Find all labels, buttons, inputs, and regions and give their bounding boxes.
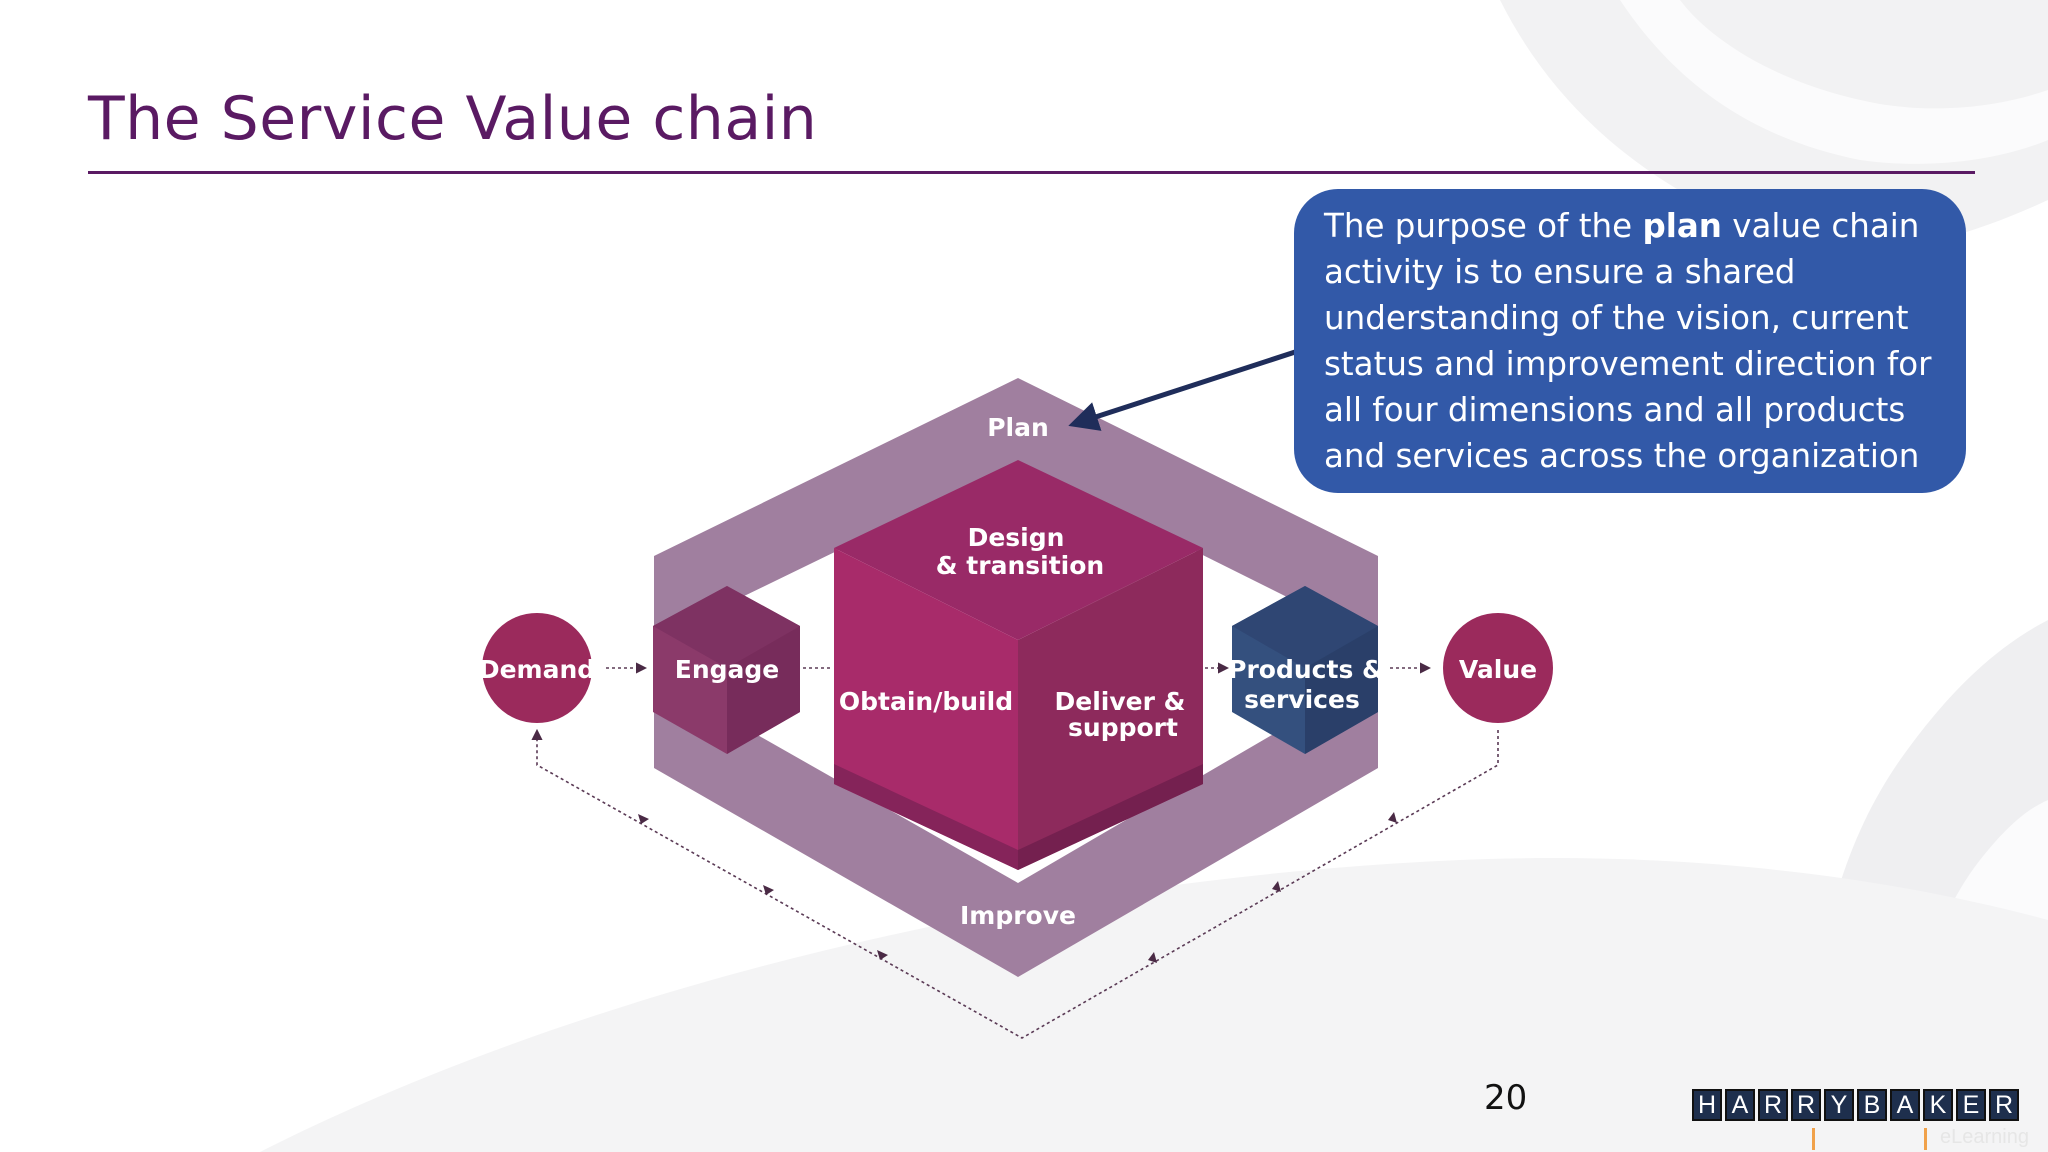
page-number: 20 [1484,1078,1528,1118]
design-transition-label-line2: & transition [936,551,1104,580]
products-services-label-line1: Products & [1228,655,1384,684]
value-chain-frame [654,378,1378,977]
feedback-loop-arrowheads [638,812,1397,963]
engage-label: Engage [675,655,780,684]
logo-letter: R [1791,1089,1821,1121]
design-transition-label-line1: Design [968,523,1065,552]
plan-label: Plan [987,413,1049,442]
products-services-cube [1232,586,1378,754]
main-cube [834,460,1203,870]
callout-pointer-arrow [1068,337,1333,431]
logo-letter: R [1758,1089,1788,1121]
logo-accent-bar [1812,1128,1815,1150]
obtain-build-label: Obtain/build [839,687,1013,716]
cube-top-face [834,460,1203,640]
logo-letter: B [1857,1089,1887,1121]
logo-letter: A [1890,1089,1920,1121]
improve-label: Improve [960,901,1076,930]
products-services-label-line2: services [1244,685,1360,714]
deliver-support-label-line1: Deliver & [1055,687,1186,716]
feedback-loop-line [531,728,1499,1039]
callout-text: The purpose of the plan value chain acti… [1324,207,1932,475]
logo-accent-bar [1924,1128,1927,1150]
value-circle [1443,613,1553,723]
callout-bold-term: plan [1642,207,1722,245]
demand-circle [482,613,592,723]
deliver-support-label-line2: support [1068,713,1178,742]
engage-cube [653,586,800,754]
logo-letter: H [1692,1089,1722,1121]
plan-callout-box: The purpose of the plan value chain acti… [1294,189,1966,493]
demand-label: Demand [479,655,595,684]
logo-tagline: eLearning [1940,1126,2029,1148]
logo-letter: A [1725,1089,1755,1121]
title-rule [88,171,1975,174]
logo-letter: R [1989,1089,2019,1121]
logo-letter: Y [1824,1089,1854,1121]
logo-letter: E [1956,1089,1986,1121]
slide-title: The Service Value chain [88,84,818,154]
logo-letter: K [1923,1089,1953,1121]
value-label: Value [1459,655,1537,684]
